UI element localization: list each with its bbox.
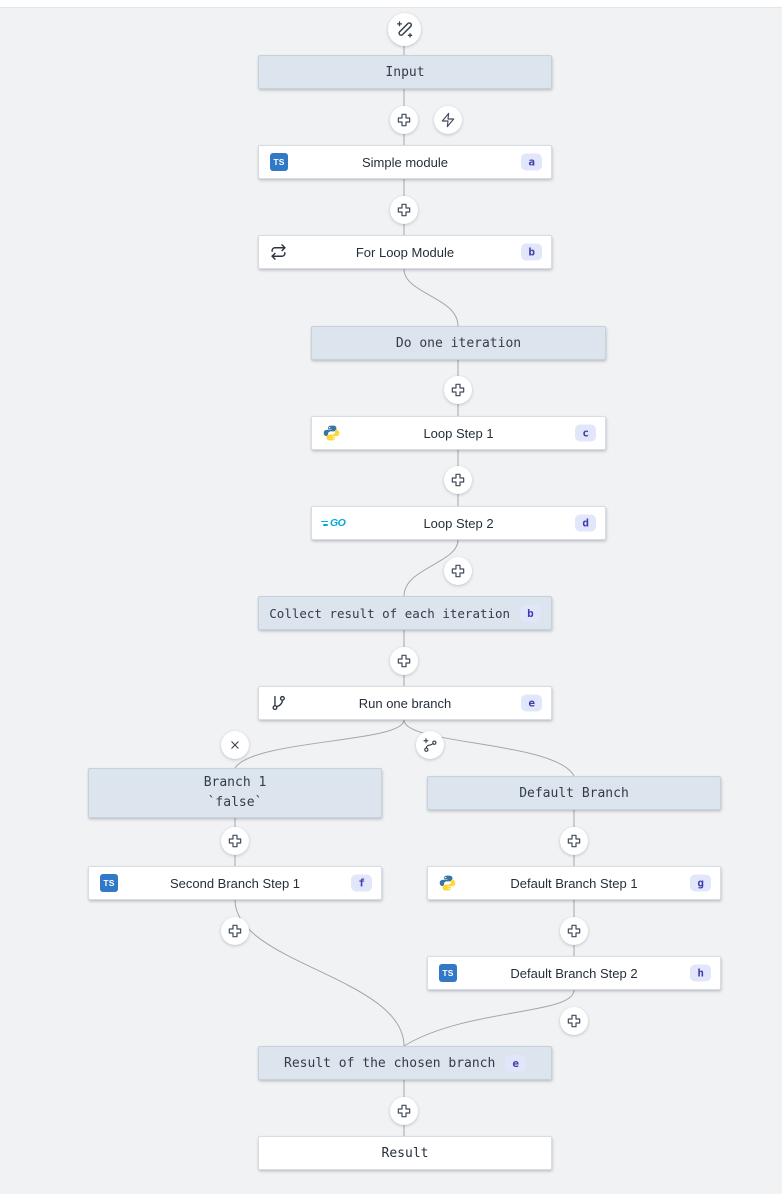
step-id-badge: c: [575, 424, 596, 442]
node-label: Result of the chosen branch: [284, 1055, 496, 1071]
step-id-badge: a: [521, 153, 542, 171]
add-step-button[interactable]: [444, 466, 472, 494]
step-id-badge: d: [575, 514, 596, 532]
add-branch-button[interactable]: [416, 731, 444, 759]
lightning-bolt-icon: [441, 112, 455, 128]
top-border-strip: [0, 0, 782, 8]
add-step-button[interactable]: [390, 106, 418, 134]
plus-icon: [451, 383, 465, 397]
node-collect-result[interactable]: Collect result of each iteration b: [258, 596, 552, 630]
step-id-badge: e: [521, 694, 542, 712]
plus-icon: [397, 1104, 411, 1118]
step-id-badge: e: [505, 1054, 526, 1072]
trigger-button[interactable]: [434, 106, 462, 134]
add-step-button[interactable]: [560, 917, 588, 945]
node-result[interactable]: Result: [258, 1136, 552, 1170]
close-icon: [231, 741, 239, 749]
plus-icon: [228, 834, 242, 848]
node-branch-1[interactable]: Branch 1 `false`: [88, 768, 382, 818]
plus-icon: [567, 924, 581, 938]
python-icon: [323, 425, 340, 442]
plus-icon: [567, 1014, 581, 1028]
python-icon: [439, 875, 456, 892]
node-label: For Loop Module: [355, 244, 455, 260]
step-id-badge: b: [521, 243, 542, 261]
node-label: Run one branch: [358, 695, 452, 711]
plus-icon: [567, 834, 581, 848]
add-step-button[interactable]: [390, 196, 418, 224]
branch-label: Branch 1: [203, 774, 267, 790]
node-label: Collect result of each iteration: [269, 605, 511, 621]
node-label: Default Branch Step 2: [510, 965, 638, 981]
node-label: Second Branch Step 1: [169, 875, 301, 891]
go-icon: GO: [321, 517, 346, 529]
plus-icon: [397, 113, 411, 127]
node-result-of-chosen-branch[interactable]: Result of the chosen branch e: [258, 1046, 552, 1080]
ai-wand-button[interactable]: [388, 13, 421, 46]
node-label: Do one iteration: [395, 335, 522, 351]
plus-icon: [397, 203, 411, 217]
plus-icon: [228, 924, 242, 938]
add-step-button[interactable]: [390, 1097, 418, 1125]
add-step-button[interactable]: [390, 647, 418, 675]
node-label: Default Branch Step 1: [510, 875, 638, 891]
node-do-one-iteration[interactable]: Do one iteration: [311, 326, 606, 360]
loop-repeat-icon: [270, 244, 287, 261]
step-id-badge: h: [690, 964, 711, 982]
plus-icon: [397, 654, 411, 668]
step-id-badge: f: [351, 874, 372, 892]
node-default-branch-step-2[interactable]: TS Default Branch Step 2 h: [427, 956, 721, 990]
node-label: Result: [381, 1145, 429, 1161]
remove-branch-button[interactable]: [221, 731, 249, 759]
step-id-badge: b: [520, 604, 541, 622]
add-step-button[interactable]: [221, 827, 249, 855]
step-id-badge: g: [690, 874, 711, 892]
node-simple-module[interactable]: TS Simple module a: [258, 145, 552, 179]
node-loop-step-1[interactable]: Loop Step 1 c: [311, 416, 606, 450]
branch-icon: [270, 695, 287, 712]
add-step-button[interactable]: [221, 917, 249, 945]
node-input[interactable]: Input: [258, 55, 552, 89]
magic-wand-icon: [396, 20, 413, 38]
add-step-button[interactable]: [444, 557, 472, 585]
typescript-icon: TS: [270, 153, 288, 171]
plus-icon: [451, 473, 465, 487]
add-step-button[interactable]: [560, 1007, 588, 1035]
node-second-branch-step-1[interactable]: TS Second Branch Step 1 f: [88, 866, 382, 900]
node-default-branch-step-1[interactable]: Default Branch Step 1 g: [427, 866, 721, 900]
node-default-branch[interactable]: Default Branch: [427, 776, 721, 810]
typescript-icon: TS: [100, 874, 118, 892]
add-step-button[interactable]: [560, 827, 588, 855]
node-label: Simple module: [362, 154, 448, 170]
node-loop-step-2[interactable]: GO Loop Step 2 d: [311, 506, 606, 540]
plus-icon: [451, 564, 465, 578]
node-label: Loop Step 2: [423, 515, 494, 531]
node-run-one-branch[interactable]: Run one branch e: [258, 686, 552, 720]
add-branch-icon: [423, 738, 437, 752]
node-label: Loop Step 1: [423, 425, 494, 441]
node-for-loop-module[interactable]: For Loop Module b: [258, 235, 552, 269]
add-step-button[interactable]: [444, 376, 472, 404]
branch-label: Default Branch: [519, 785, 629, 801]
typescript-icon: TS: [439, 964, 457, 982]
branch-condition: `false`: [207, 795, 263, 810]
node-label: Input: [385, 64, 425, 80]
